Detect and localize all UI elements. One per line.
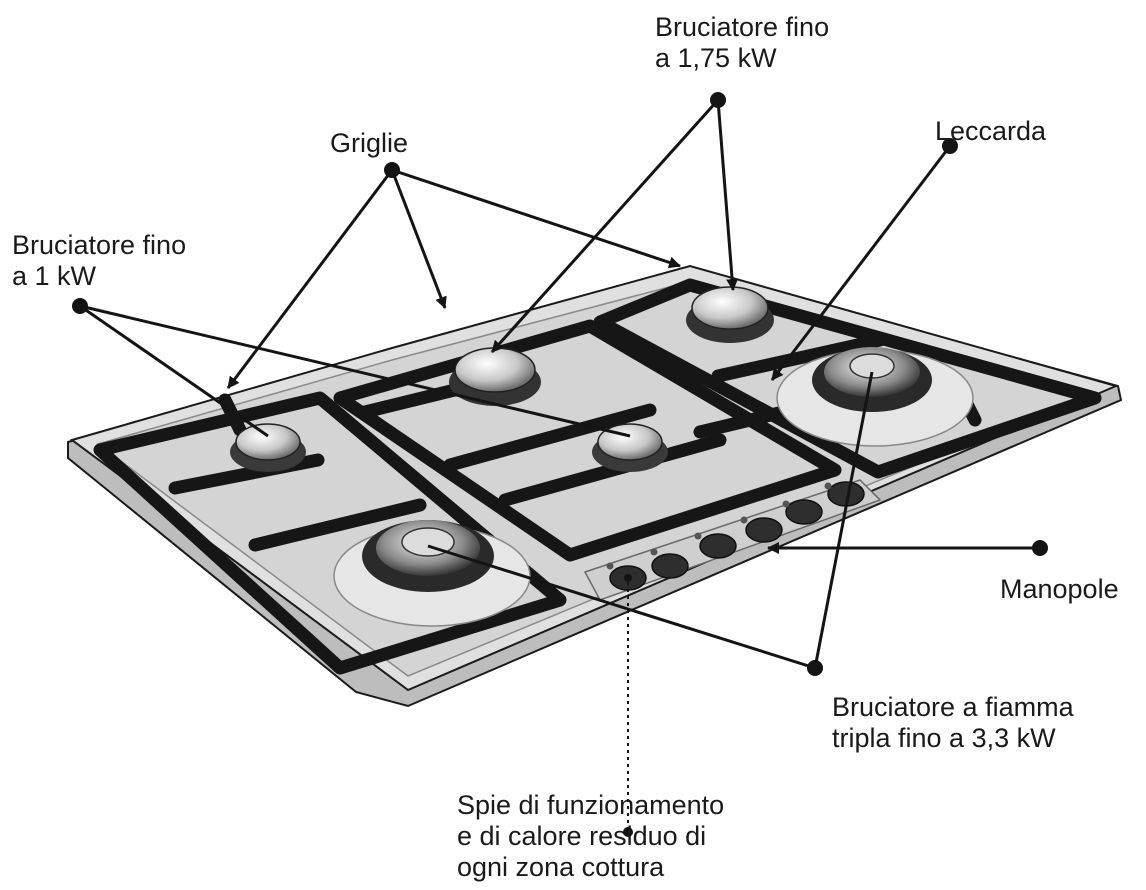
indicator-lights: [606, 482, 832, 570]
leader-dots: [72, 92, 1048, 837]
label-indicators-line2: e di calore residuo di: [457, 821, 707, 851]
dot-indicators: [623, 827, 633, 837]
label-drip-tray: Leccarda: [935, 116, 1046, 147]
label-burner-1kw-line1: Bruciatore fino: [12, 230, 187, 260]
label-grids: Griglie: [330, 128, 408, 159]
burner-175-mid: [449, 347, 541, 406]
label-burner-175: Bruciatore fino a 1,75 kW: [655, 12, 829, 74]
label-burner-triple-line1: Bruciatore a fiamma: [832, 692, 1074, 722]
dot-175: [710, 92, 726, 108]
label-burner-triple: Bruciatore a fiamma tripla fino a 3,3 kW: [832, 692, 1074, 754]
dot-indicators-end: [624, 574, 632, 582]
leader-drip: [770, 145, 952, 381]
label-drip-tray-text: Leccarda: [935, 116, 1047, 146]
label-knobs-text: Manopole: [1000, 574, 1119, 604]
leader-1kw-a: [79, 304, 269, 438]
label-indicators-line1: Spie di funzionamento: [457, 790, 725, 820]
grid-mid-bar-2: [443, 403, 657, 472]
burner-1kw-left: [230, 423, 306, 472]
label-indicators-line3: ogni zona cottura: [457, 852, 665, 882]
dot-1kw: [72, 298, 88, 314]
knob-5: [785, 499, 823, 525]
leader-1kw-b: [79, 304, 631, 438]
leader-grids-a: [226, 169, 394, 389]
grid-left-bar-3: [218, 393, 247, 437]
label-indicators: Spie di funzionamento e di calore residu…: [457, 790, 724, 883]
dot-drip: [942, 138, 958, 154]
leader-175-a: [490, 98, 720, 354]
burners: [230, 286, 974, 627]
label-burner-175-line1: Bruciatore fino: [655, 12, 830, 42]
leader-grids-c: [391, 168, 681, 269]
knobs: [609, 481, 865, 591]
burner-triple-front: [333, 520, 531, 627]
leader-triple-b: [813, 371, 874, 669]
grid-mid-bar-3: [498, 433, 727, 507]
knob-3: [699, 533, 737, 559]
grid-right: [593, 278, 1102, 479]
burner-175-rear: [686, 286, 774, 343]
label-burner-1kw: Bruciatore fino a 1 kW: [12, 230, 186, 292]
leader-175-b: [716, 99, 739, 291]
label-burner-1kw-line2: a 1 kW: [12, 261, 97, 291]
grid-right-bar-1: [711, 333, 887, 383]
label-grids-text: Griglie: [330, 128, 409, 158]
grid-left: [93, 391, 567, 675]
dot-knobs: [1032, 540, 1048, 556]
leader-triple-a: [427, 544, 816, 670]
label-burner-triple-line2: tripla fino a 3,3 kW: [832, 723, 1056, 753]
leader-grids-b: [390, 169, 447, 309]
label-burner-175-line2: a 1,75 kW: [655, 43, 777, 73]
leader-lines: [79, 98, 1040, 830]
grid-left-bar-2: [248, 498, 427, 552]
label-knobs: Manopole: [1000, 574, 1119, 605]
knob-4: [745, 517, 783, 543]
dot-grids: [384, 162, 400, 178]
dot-triple: [807, 660, 823, 676]
knob-2: [651, 553, 689, 579]
